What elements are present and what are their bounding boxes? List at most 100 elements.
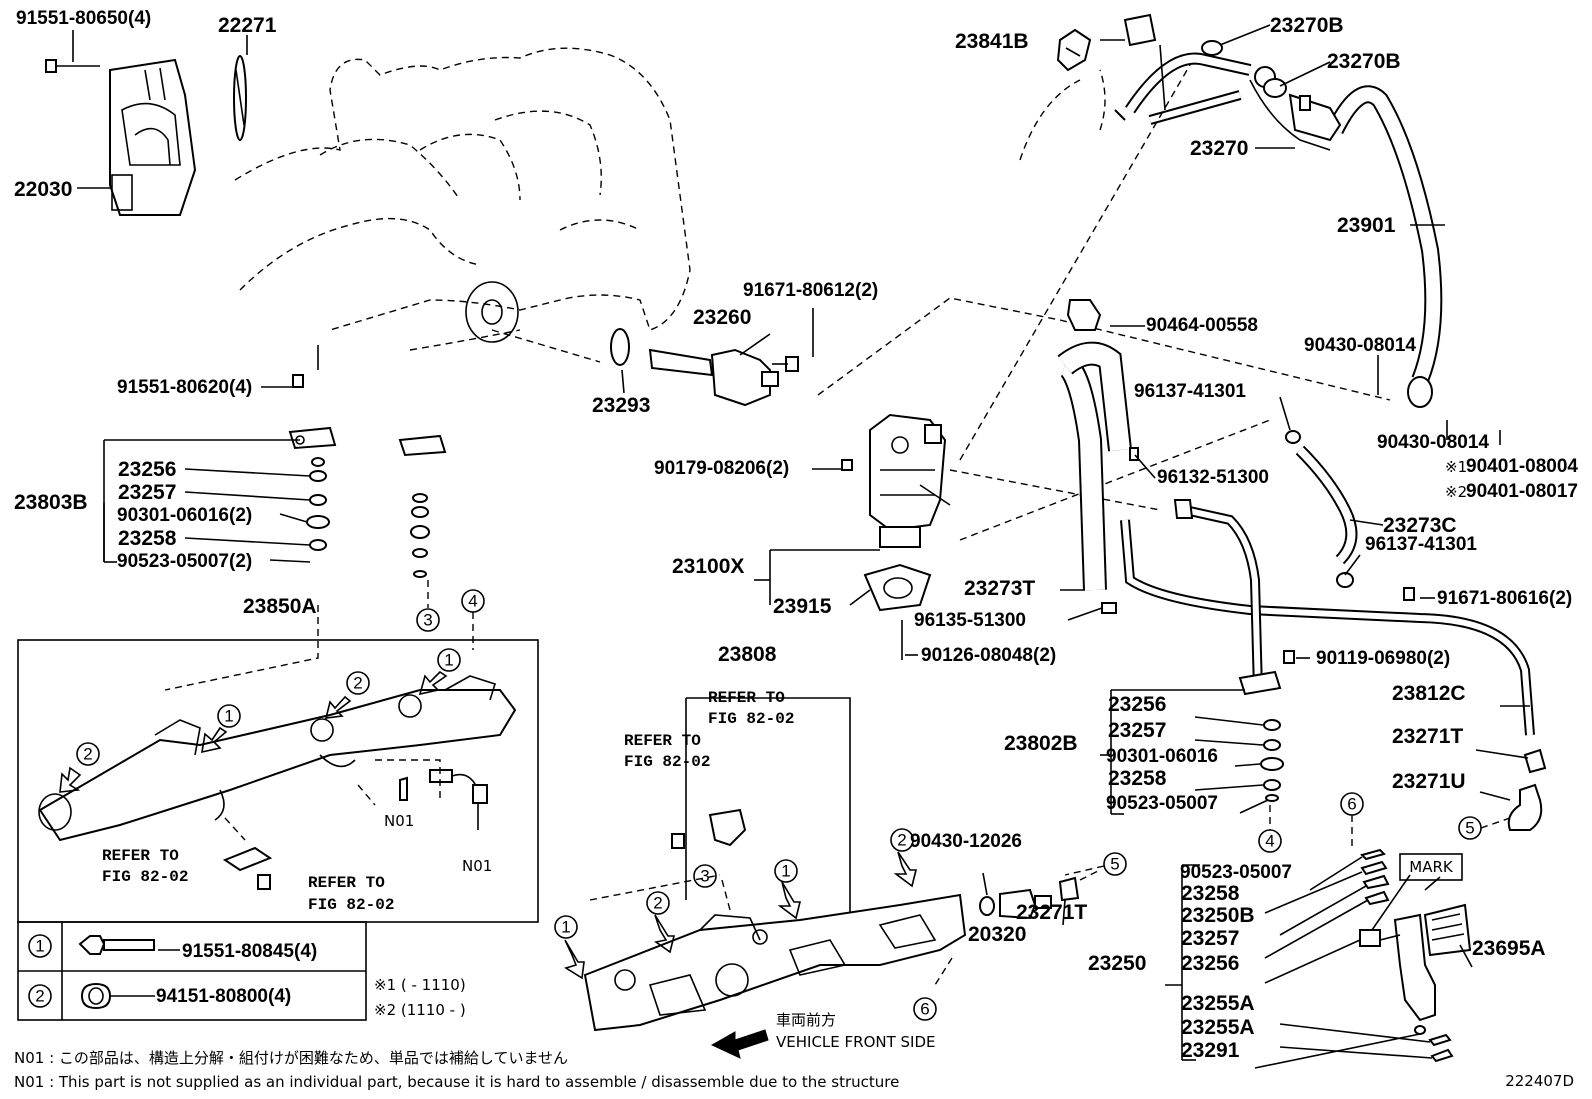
note-mark-1: ※1 bbox=[1445, 458, 1467, 476]
refer-to-4: REFER TO bbox=[624, 732, 701, 750]
callout-2: 2 bbox=[76, 742, 100, 766]
callout-1: 1 bbox=[437, 648, 461, 672]
fig-ref-4: FIG 82-02 bbox=[624, 753, 710, 771]
fuel-pump-23100X bbox=[841, 413, 951, 548]
o-ring-23293 bbox=[610, 328, 630, 366]
svg-text:4: 4 bbox=[468, 592, 477, 611]
connector-23271 bbox=[1507, 748, 1547, 831]
callout-6: 6 bbox=[1340, 792, 1364, 816]
label-23250B: 23250B bbox=[1181, 904, 1255, 927]
label-20320: 20320 bbox=[968, 923, 1026, 946]
fig-ref-2: FIG 82-02 bbox=[308, 896, 394, 914]
refer-to-3: REFER TO bbox=[708, 689, 785, 707]
bolt-91551-80650 bbox=[45, 59, 100, 73]
label-90301-a: 90301-06016(2) bbox=[117, 505, 252, 526]
svg-text:2: 2 bbox=[353, 674, 362, 693]
label-23258-a: 23258 bbox=[118, 527, 177, 550]
diagram-code: 222407D bbox=[1505, 1072, 1574, 1090]
clip-23841B bbox=[1056, 28, 1092, 72]
callout-4: 4 bbox=[461, 589, 485, 613]
label-23256-c: 23256 bbox=[1181, 952, 1239, 975]
label-23850A: 23850A bbox=[243, 595, 317, 618]
label-90430-a: 90430-08014 bbox=[1304, 335, 1416, 356]
label-90401-a: 90401-08004 bbox=[1466, 456, 1578, 477]
callout-2: 2 bbox=[646, 891, 670, 915]
refer-to-1: REFER TO bbox=[102, 847, 179, 865]
pipe-23812C bbox=[1101, 447, 1535, 736]
hose-23901 bbox=[1326, 85, 1443, 408]
svg-text:4: 4 bbox=[1265, 832, 1274, 851]
label-23841B: 23841B bbox=[955, 30, 1029, 53]
fig-ref-1: FIG 82-02 bbox=[102, 868, 188, 886]
front-en: VEHICLE FRONT SIDE bbox=[776, 1033, 936, 1051]
label-23257-a: 23257 bbox=[118, 481, 176, 504]
label-90179: 90179-08206(2) bbox=[654, 458, 789, 479]
mark-label: MARK bbox=[1409, 858, 1454, 876]
throttle-body-22030 bbox=[109, 58, 197, 216]
label-23257-b: 23257 bbox=[1108, 719, 1166, 742]
svg-text:3: 3 bbox=[700, 867, 709, 886]
label-23803B: 23803B bbox=[14, 491, 88, 514]
part-labels: 91551-80650(4) 22271 22030 23260 91671-8… bbox=[14, 8, 1578, 1091]
callout-6: 6 bbox=[913, 997, 937, 1021]
label-96135: 96135-51300 bbox=[914, 610, 1026, 631]
label-23100X: 23100X bbox=[672, 555, 744, 578]
svg-text:2: 2 bbox=[83, 745, 92, 764]
label-23257-c: 23257 bbox=[1181, 927, 1239, 950]
svg-text:1: 1 bbox=[561, 918, 570, 937]
arrows bbox=[59, 670, 918, 980]
callout-3: 3 bbox=[416, 608, 440, 632]
note-2: ※2 (1110 - ) bbox=[374, 1001, 466, 1019]
injector-seals bbox=[1360, 848, 1454, 1063]
hose-23273C bbox=[1285, 430, 1358, 588]
fuel-pipe-23803B bbox=[288, 358, 447, 457]
svg-text:1: 1 bbox=[444, 651, 453, 670]
label-23802B: 23802B bbox=[1004, 732, 1078, 755]
label-23271U: 23271U bbox=[1392, 770, 1466, 793]
svg-text:2: 2 bbox=[897, 831, 906, 850]
label-23256-b: 23256 bbox=[1108, 693, 1166, 716]
svg-text:2: 2 bbox=[653, 894, 662, 913]
label-23270B-1: 23270B bbox=[1270, 14, 1344, 37]
front-jp: 車両前方 bbox=[776, 1011, 836, 1029]
svg-text:5: 5 bbox=[1465, 819, 1474, 838]
label-90523-c: 90523-05007 bbox=[1180, 862, 1292, 883]
callout-3: 3 bbox=[693, 864, 717, 888]
label-n01-a: N01 bbox=[384, 812, 414, 830]
label-23258-b: 23258 bbox=[1108, 767, 1167, 790]
legend-part-2: 94151-80800(4) bbox=[156, 986, 291, 1007]
hose-upper-left bbox=[1019, 13, 1252, 161]
seal-stack-right bbox=[1260, 719, 1284, 802]
label-23270: 23270 bbox=[1190, 137, 1248, 160]
callout-2: 2 bbox=[890, 828, 914, 852]
callout-5: 5 bbox=[1458, 816, 1482, 840]
label-23255A-2: 23255A bbox=[1181, 1016, 1255, 1039]
refer-to-2: REFER TO bbox=[308, 874, 385, 892]
box-23808 bbox=[685, 697, 851, 930]
callout-1: 1 bbox=[217, 704, 241, 728]
label-91551-80650: 91551-80650(4) bbox=[16, 8, 151, 29]
legend-part-1: 91551-80845(4) bbox=[182, 941, 317, 962]
label-23273T: 23273T bbox=[964, 577, 1035, 600]
label-23273C: 23273C bbox=[1383, 514, 1457, 537]
footnote-jp: N01 : この部品は、構造上分解・組付けが困難なため、単品では補給していません bbox=[14, 1049, 568, 1067]
legend-table: 1 2 91551-80845(4) 94151-80800(4) bbox=[17, 921, 367, 1021]
vehicle-front-arrow bbox=[710, 1029, 769, 1059]
label-23250: 23250 bbox=[1088, 952, 1146, 975]
svg-text:5: 5 bbox=[1110, 855, 1119, 874]
legend-id-1: 1 bbox=[35, 937, 44, 956]
svg-text:6: 6 bbox=[1347, 795, 1356, 814]
label-22030: 22030 bbox=[14, 178, 72, 201]
label-23291: 23291 bbox=[1181, 1039, 1240, 1062]
callout-5: 5 bbox=[1103, 852, 1127, 876]
label-90523-a: 90523-05007(2) bbox=[117, 551, 252, 572]
insulator-23695A bbox=[1423, 903, 1472, 957]
clip-90464 bbox=[1066, 299, 1102, 331]
label-90401-b: 90401-08017 bbox=[1466, 481, 1578, 502]
note-mark-2: ※2 bbox=[1445, 483, 1467, 501]
label-90430-b: 90430-08014 bbox=[1377, 432, 1489, 453]
label-23255A-1: 23255A bbox=[1181, 992, 1255, 1015]
bracket-bottom-left bbox=[222, 776, 408, 890]
callout-4: 4 bbox=[1258, 829, 1282, 853]
footnote-en: N01 : This part is not supplied as an in… bbox=[14, 1073, 899, 1091]
